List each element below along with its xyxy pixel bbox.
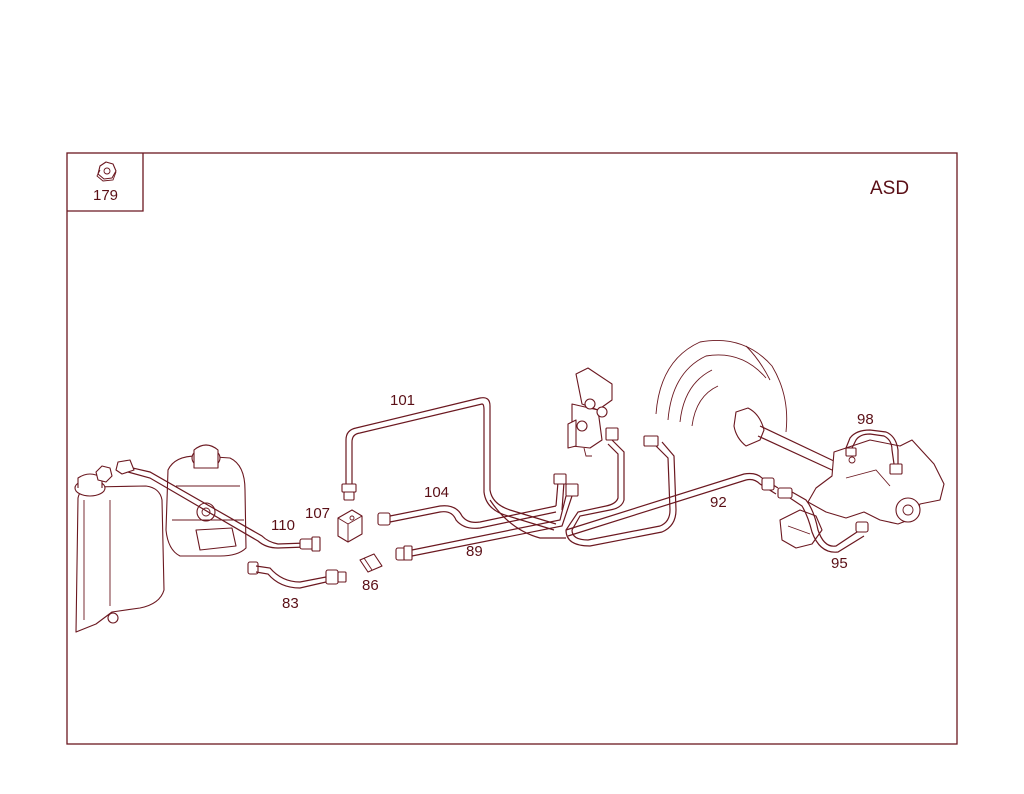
connector-block-107 — [337, 509, 363, 543]
callout-86: 86 — [362, 577, 379, 594]
callout-92: 92 — [710, 494, 727, 511]
master-cylinder — [165, 444, 247, 557]
rear-axle — [733, 407, 945, 549]
pipe-83 — [247, 561, 347, 589]
variant-label: ASD — [870, 178, 909, 199]
union-86 — [359, 553, 383, 573]
pipe-98 — [845, 429, 903, 475]
callout-95: 95 — [831, 555, 848, 572]
pipe-valve-lines — [489, 427, 677, 547]
callout-101: 101 — [390, 392, 415, 409]
pipe-101 — [341, 397, 557, 531]
inset-part-number: 179 — [93, 187, 118, 204]
pipe-104 — [377, 473, 567, 529]
pipe-92 — [565, 472, 779, 537]
pipe-95 — [777, 487, 869, 553]
nut-icon — [96, 161, 117, 182]
diagram-frame — [66, 152, 958, 745]
brake-drum — [655, 339, 788, 433]
fluid-reservoir — [74, 473, 165, 633]
callout-89: 89 — [466, 543, 483, 560]
pressure-valve — [567, 367, 613, 457]
reservoir-cap-fitting — [95, 465, 113, 483]
callout-104: 104 — [424, 484, 449, 501]
callout-83: 83 — [282, 595, 299, 612]
callout-98: 98 — [857, 411, 874, 428]
pipe-89 — [395, 483, 579, 561]
inset-box-179: 179 — [67, 153, 144, 212]
pipe-110 — [115, 459, 321, 552]
callout-110: 110 — [271, 517, 295, 534]
callout-107: 107 — [305, 505, 330, 522]
